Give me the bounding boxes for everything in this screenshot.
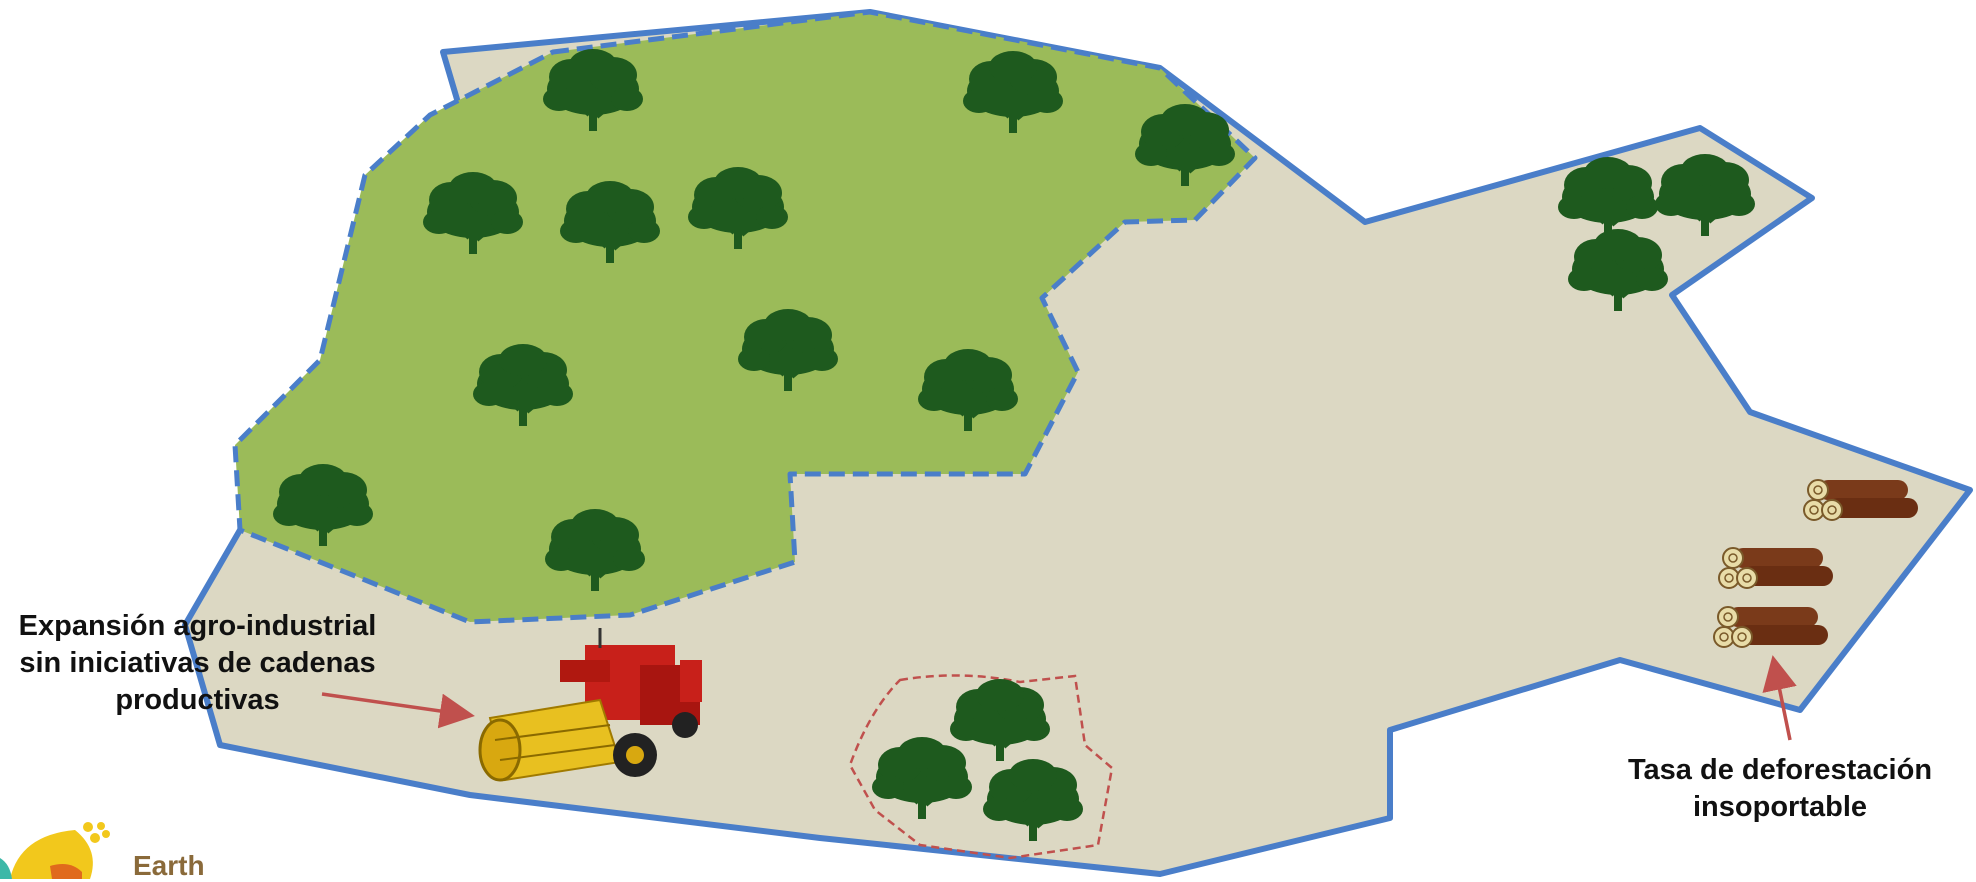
log-pile-icon bbox=[1804, 480, 1918, 520]
log-pile-icon bbox=[1719, 548, 1833, 588]
log-pile-icon bbox=[1714, 607, 1828, 647]
logo-icon bbox=[0, 822, 110, 879]
deforestation-label: Tasa de deforestación insoportable bbox=[1600, 752, 1960, 826]
logo-text: Earth bbox=[133, 850, 205, 882]
expansion-label: Expansión agro-industrial sin iniciativa… bbox=[0, 608, 395, 719]
